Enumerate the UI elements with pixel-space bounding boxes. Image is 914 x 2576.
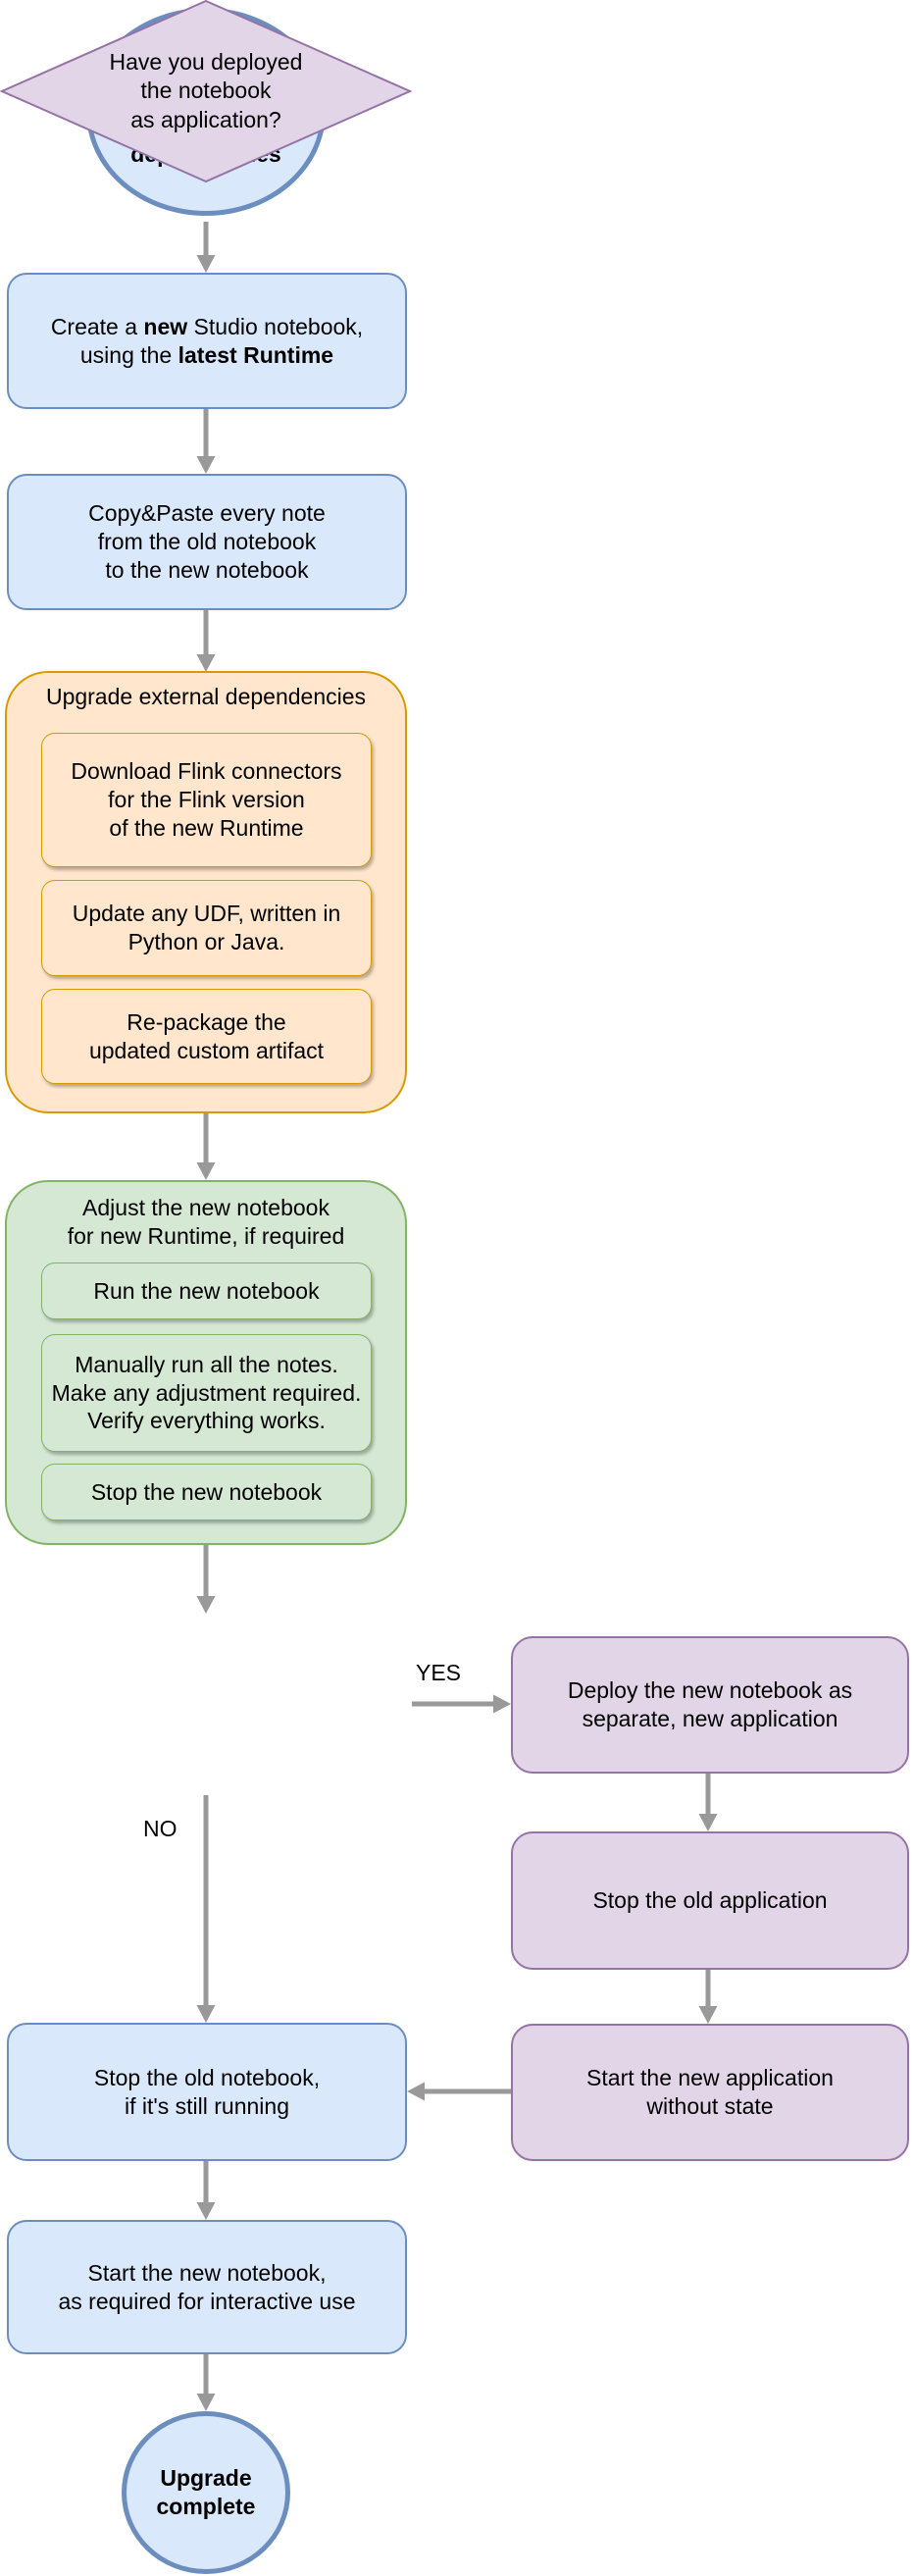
node-repackage-artifact: Re-package the updated custom artifact xyxy=(41,989,372,1084)
node-stop-old-application: Stop the old application xyxy=(511,1831,909,1970)
arrow-decision-yes-to-deploy xyxy=(412,1694,511,1714)
node-create-notebook: Create a new Studio notebook,using the l… xyxy=(7,273,407,409)
arrow-start-new-notebook-to-end xyxy=(196,2354,216,2411)
node-update-udf-label: Update any UDF, written in Python or Jav… xyxy=(72,901,341,954)
arrow-start-to-create xyxy=(196,222,216,273)
node-run-new-notebook-label: Run the new notebook xyxy=(93,1277,320,1304)
node-stop-old-application-label: Stop the old application xyxy=(592,1887,828,1914)
arrow-decision-no-to-stop-old-notebook xyxy=(196,1795,216,2023)
group-adjust-notebook-title: Adjust the new notebook for new Runtime,… xyxy=(67,1195,345,1249)
node-run-new-notebook: Run the new notebook xyxy=(41,1262,372,1319)
arrow-stop-old-notebook-to-start-new-notebook xyxy=(196,2161,216,2220)
node-start-new-application: Start the new application without state xyxy=(511,2024,909,2161)
node-stop-new-notebook: Stop the new notebook xyxy=(41,1464,372,1520)
edge-label-no: NO xyxy=(143,1816,178,1841)
arrow-create-to-copy xyxy=(196,409,216,474)
node-deploy-application-label: Deploy the new notebook as separate, new… xyxy=(567,1677,853,1731)
group-upgrade-dependencies: Upgrade external dependencies Download F… xyxy=(5,671,407,1113)
node-copy-notes: Copy&Paste every note from the old noteb… xyxy=(7,474,407,610)
node-stop-old-notebook: Stop the old notebook, if it's still run… xyxy=(7,2023,407,2161)
node-update-udf: Update any UDF, written in Python or Jav… xyxy=(41,880,372,976)
node-download-connectors-label: Download Flink connectors for the Flink … xyxy=(71,758,342,841)
arrow-dependencies-to-adjust xyxy=(196,1113,216,1180)
decision-diamond-shape xyxy=(0,0,412,182)
node-deploy-application: Deploy the new notebook as separate, new… xyxy=(511,1636,909,1774)
end-terminator-label: Upgrade complete xyxy=(156,2465,256,2519)
node-start-new-application-label: Start the new application without state xyxy=(586,2065,834,2119)
node-stop-new-notebook-label: Stop the new notebook xyxy=(90,1478,323,1505)
node-copy-notes-label: Copy&Paste every note from the old noteb… xyxy=(88,500,326,583)
node-stop-old-notebook-label: Stop the old notebook, if it's still run… xyxy=(93,2064,321,2119)
node-start-new-notebook: Start the new notebook, as required for … xyxy=(7,2220,407,2354)
arrow-deploy-to-stop-old-application xyxy=(698,1774,718,1831)
node-download-connectors: Download Flink connectors for the Flink … xyxy=(41,733,372,867)
arrow-stop-old-application-to-start-new-application xyxy=(698,1970,718,2024)
node-create-notebook-label: Create a new Studio notebook,using the l… xyxy=(50,313,364,368)
arrow-copy-to-dependencies xyxy=(196,610,216,672)
node-start-new-notebook-label: Start the new notebook, as required for … xyxy=(58,2259,356,2314)
arrow-start-new-application-to-stop-old-notebook xyxy=(407,2082,511,2101)
group-adjust-notebook: Adjust the new notebook for new Runtime,… xyxy=(5,1180,407,1545)
node-repackage-artifact-label: Re-package the updated custom artifact xyxy=(88,1008,325,1063)
edge-label-yes: YES xyxy=(416,1660,462,1685)
arrow-adjust-to-decision xyxy=(196,1545,216,1614)
decision-label: Have you deployed the notebook as applic… xyxy=(109,48,303,132)
decision-deployed-as-application: Have you deployed the notebook as applic… xyxy=(0,0,412,182)
node-manual-run-notes: Manually run all the notes. Make any adj… xyxy=(41,1334,372,1452)
end-terminator: Upgrade complete xyxy=(122,2411,290,2574)
group-upgrade-dependencies-title: Upgrade external dependencies xyxy=(45,684,367,709)
node-manual-run-notes-label: Manually run all the notes. Make any adj… xyxy=(51,1351,362,1434)
